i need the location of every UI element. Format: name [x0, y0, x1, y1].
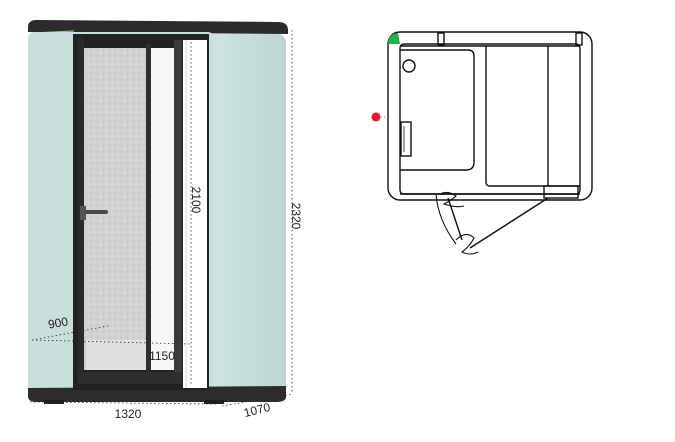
foot-right [204, 400, 224, 404]
booth-illustration [28, 20, 293, 407]
plan-outline [387, 31, 593, 201]
plan-door-leaf-a [447, 197, 463, 241]
dimension-label-900: 900 [46, 314, 70, 332]
booth-roof [28, 20, 288, 34]
booth-side-panel [206, 34, 286, 392]
plan-cabinet [485, 46, 580, 187]
plan-door-arc [435, 193, 457, 245]
dimension-label-1320: 1320 [114, 407, 142, 421]
plan-door-block [543, 185, 579, 199]
foot-left [44, 400, 64, 404]
dimension-label-1150: 1150 [149, 349, 175, 363]
door-stile-right [146, 44, 151, 374]
interior-wall [150, 48, 174, 370]
dim-line-1320 [29, 401, 219, 405]
plan-post-right [575, 32, 583, 46]
dimension-label-2320: 2320 [289, 202, 303, 230]
booth-interior [84, 48, 148, 370]
plan-seat [400, 49, 475, 171]
plan-door-leaf-b [469, 197, 549, 249]
plan-inner [399, 43, 581, 195]
plan-hinge-bottom [455, 233, 479, 255]
floor-plan [387, 31, 593, 255]
door-jamb [174, 40, 182, 380]
plan-post-left [437, 32, 445, 46]
red-position-marker [371, 112, 381, 122]
plan-hinge-top [439, 191, 465, 208]
plan-panel [400, 121, 412, 157]
door-handle [84, 210, 108, 214]
floor-light [86, 340, 146, 370]
side-glass [183, 40, 207, 388]
threshold [78, 372, 182, 384]
dimension-label-2100: 2100 [189, 186, 203, 214]
dim-line-900 [31, 325, 109, 341]
plan-stool [402, 59, 416, 73]
green-corner-marker [388, 33, 400, 44]
door-handle-base [80, 206, 86, 220]
